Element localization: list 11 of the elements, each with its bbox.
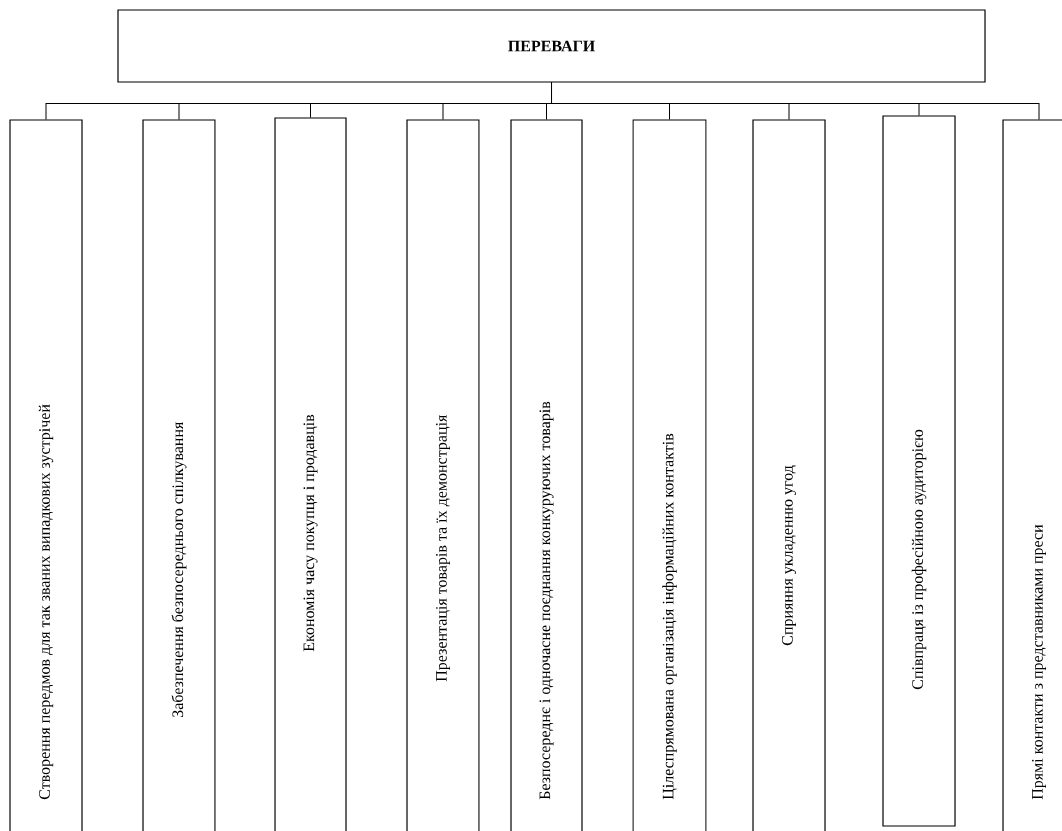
advantage-box: Співпраця із професійною аудиторією [882, 115, 956, 827]
advantage-box: Цілеспрямована організація інформаційних контактів [632, 119, 707, 831]
connector [551, 82, 1040, 120]
advantage-box: Економія часу покупця і продавців [274, 117, 347, 831]
advantage-box: Безпосереднє і одночасне поєднання конкуруючих товарів [510, 119, 583, 831]
advantage-box: Створення передмов для так званих випадкових зустрічей [9, 119, 83, 831]
advantage-box: Презентація товарів та їх демонстрація [406, 119, 480, 831]
title-box: ПЕРЕВАГИ [117, 9, 986, 83]
advantage-box: Прямі контакти з представниками преси [1002, 119, 1062, 831]
advantage-box: Сприяння укладенню угод [752, 119, 826, 831]
advantage-box: Забезпечення безпосереднього спілкування [142, 119, 216, 831]
